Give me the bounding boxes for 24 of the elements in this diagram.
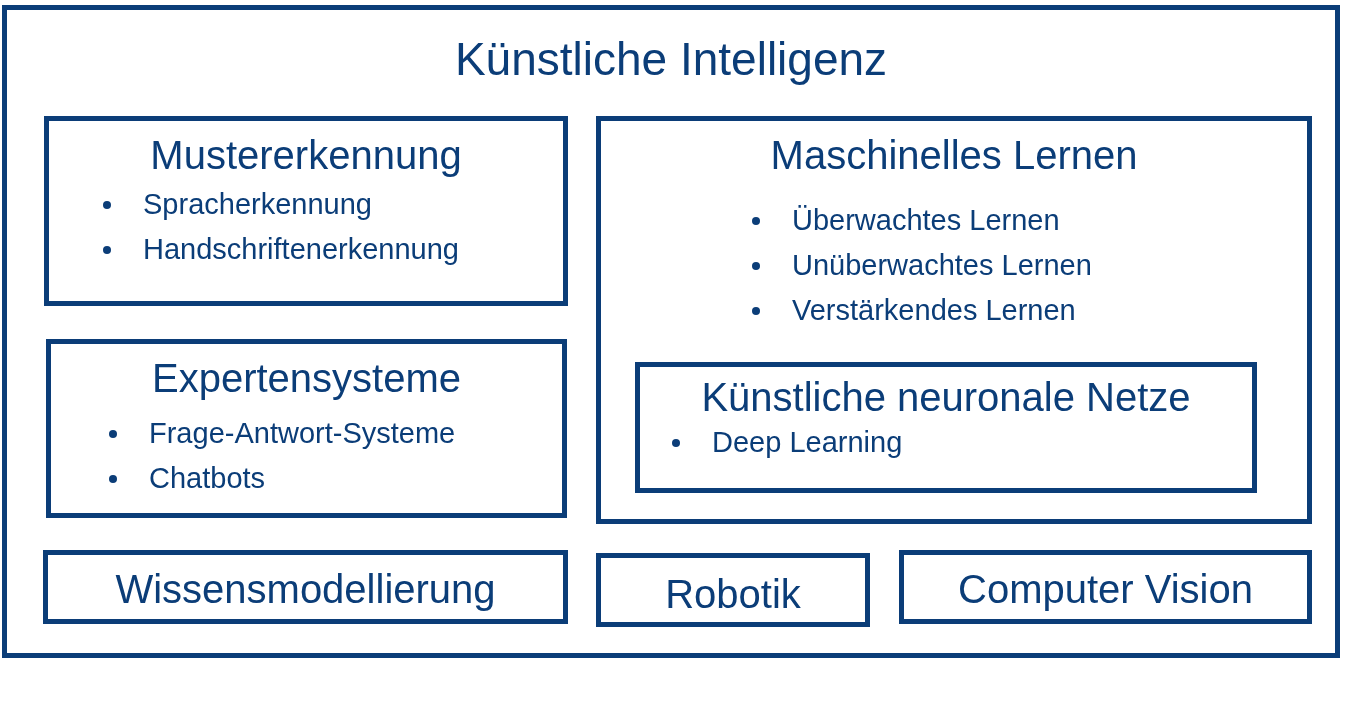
box-heading: Computer Vision bbox=[957, 567, 1254, 612]
bullet-item: Spracherkennung bbox=[97, 182, 372, 227]
category-box bbox=[596, 116, 1312, 524]
box-heading: Maschinelles Lernen bbox=[769, 133, 1139, 178]
box-heading: Künstliche neuronale Netze bbox=[700, 375, 1192, 420]
category-box bbox=[596, 553, 870, 627]
bullet-item: Chatbots bbox=[103, 456, 266, 501]
category-box bbox=[46, 339, 567, 518]
box-heading: Mustererkennung bbox=[149, 133, 463, 178]
bullet-item: Überwachtes Lernen bbox=[746, 198, 1060, 243]
bullet-item: Deep Learning bbox=[666, 420, 903, 465]
category-box bbox=[635, 362, 1257, 493]
bullet-item: Unüberwachtes Lernen bbox=[746, 243, 1092, 288]
bullet-item: Verstärkendes Lernen bbox=[746, 288, 1076, 333]
bullet-item: Handschriftenerkennung bbox=[97, 227, 459, 272]
bullet-item: Frage-Antwort-Systeme bbox=[103, 411, 456, 456]
box-heading: Robotik bbox=[664, 572, 802, 617]
outer-frame bbox=[2, 5, 1340, 658]
box-heading: Wissensmodellierung bbox=[114, 567, 497, 612]
category-box bbox=[43, 550, 568, 624]
main-title: Künstliche Intelligenz bbox=[453, 32, 889, 86]
category-box bbox=[44, 116, 568, 306]
category-box bbox=[899, 550, 1312, 624]
box-heading: Expertensysteme bbox=[151, 356, 462, 401]
